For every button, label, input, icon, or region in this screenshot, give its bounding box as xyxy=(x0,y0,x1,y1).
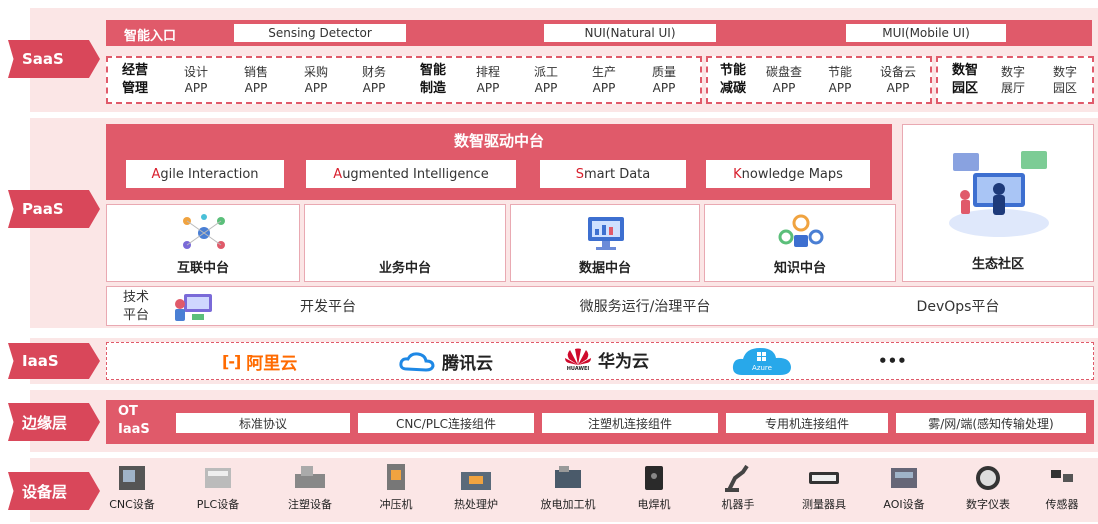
device-item[interactable]: 冲压机 xyxy=(358,462,434,512)
module-business-label: 业务中台 xyxy=(378,261,431,276)
module-data[interactable]: 数据中台 xyxy=(510,204,700,282)
device-icon xyxy=(530,462,606,492)
device-item[interactable]: PLC设备 xyxy=(180,462,256,512)
device-icon xyxy=(180,462,256,492)
edge-fog-network-terminal[interactable]: 雾/网/端(感知传输处理) xyxy=(896,413,1086,433)
edge-injection-connector[interactable]: 注塑机连接组件 xyxy=(542,413,718,433)
device-icon xyxy=(786,462,862,492)
device-icon xyxy=(438,462,514,492)
tech-dev-platform[interactable]: 开发平台 xyxy=(252,292,404,320)
knowledge-gears-icon xyxy=(778,214,824,247)
module-knowledge-label: 知识中台 xyxy=(773,261,826,276)
device-layer-label: 设备层 xyxy=(8,472,100,510)
edge-standard-protocol[interactable]: 标准协议 xyxy=(176,413,350,433)
network-nodes-icon xyxy=(183,214,225,249)
ecosystem-people-illustration xyxy=(949,151,1049,237)
entry-mui[interactable]: MUI(Mobile UI) xyxy=(846,24,1006,42)
device-item[interactable]: 电焊机 xyxy=(616,462,692,512)
device-icon xyxy=(94,462,170,492)
edge-cnc-plc-connector[interactable]: CNC/PLC连接组件 xyxy=(358,413,534,433)
module-data-label: 数据中台 xyxy=(578,261,631,276)
edge-special-machine-connector[interactable]: 专用机连接组件 xyxy=(726,413,888,433)
entry-nui[interactable]: NUI(Natural UI) xyxy=(544,24,716,42)
smart-entry-label: 智能入口 xyxy=(124,29,177,44)
device-item[interactable]: 注塑设备 xyxy=(272,462,348,512)
module-interconnect[interactable]: 互联中台 xyxy=(106,204,300,282)
business-item-app-components xyxy=(311,211,375,247)
module-business[interactable]: 业务中台 xyxy=(304,204,506,282)
paas-layer-label: PaaS xyxy=(8,190,100,228)
iaas-layer-label: IaaS xyxy=(8,343,100,379)
provider-tencent[interactable]: 腾讯云 xyxy=(398,349,493,374)
saas-group-title: 智能制造 xyxy=(419,63,446,96)
device-item[interactable]: 传感器 xyxy=(1024,462,1098,512)
module-ecosystem-label: 生态社区 xyxy=(971,257,1024,272)
device-item[interactable]: 热处理炉 xyxy=(438,462,514,512)
business-item-mechanism-model xyxy=(377,211,441,247)
tech-devops-platform[interactable]: DevOps平台 xyxy=(860,292,1056,320)
tech-platform-label: 技术平台 xyxy=(122,290,149,323)
device-icon xyxy=(616,462,692,492)
saas-app-button[interactable]: 数字园区 xyxy=(1052,64,1077,95)
device-icon xyxy=(272,462,348,492)
aliyun-logo-icon: [-] xyxy=(222,352,241,371)
device-icon xyxy=(358,462,434,492)
data-monitor-icon xyxy=(588,217,624,250)
provider-huawei[interactable]: HUAWEI 华为云 xyxy=(564,347,649,372)
module-knowledge[interactable]: 知识中台 xyxy=(704,204,896,282)
device-item[interactable]: 测量器具 xyxy=(786,462,862,512)
provider-azure[interactable]: Azure xyxy=(730,345,794,377)
smart-entry-bar: 智能入口 Sensing Detector NUI(Natural UI) MU… xyxy=(106,20,1092,46)
device-item[interactable]: AOI设备 xyxy=(866,462,942,512)
edge-layer-label: 边缘层 xyxy=(8,403,100,441)
device-item[interactable]: 机器手 xyxy=(700,462,776,512)
saas-group-title: 节能减碳 xyxy=(719,63,746,96)
device-icon xyxy=(950,462,1026,492)
iaas-row xyxy=(106,342,1094,380)
tencent-cloud-icon xyxy=(399,351,435,372)
device-icon xyxy=(866,462,942,492)
saas-layer-label: SaaS xyxy=(8,40,100,78)
module-interconnect-label: 互联中台 xyxy=(176,261,229,276)
business-item-business-components xyxy=(443,211,503,247)
device-item[interactable]: CNC设备 xyxy=(94,462,170,512)
provider-aliyun[interactable]: [-] 阿里云 xyxy=(222,352,298,374)
device-item[interactable]: 放电加工机 xyxy=(530,462,606,512)
saas-group-title: 经营管理 xyxy=(121,63,148,96)
azure-cloud-icon xyxy=(732,348,791,375)
providers-more[interactable]: ••• xyxy=(878,352,907,370)
middle-platform-title: 数智驱动中台 xyxy=(453,132,544,150)
tech-microservice-platform[interactable]: 微服务运行/治理平台 xyxy=(534,292,756,320)
saas-group-title: 数智园区 xyxy=(951,63,978,96)
module-ecosystem[interactable]: 生态社区 xyxy=(902,124,1094,282)
developer-icon xyxy=(175,294,212,321)
saas-app-button[interactable]: 数字展厅 xyxy=(1000,64,1025,95)
device-icon xyxy=(700,462,776,492)
device-item[interactable]: 数字仪表 xyxy=(950,462,1026,512)
saas-app-group-1 xyxy=(106,56,702,104)
device-icon xyxy=(1024,462,1098,492)
huawei-logo-icon: HUAWEI xyxy=(564,348,592,372)
entry-sensing-detector[interactable]: Sensing Detector xyxy=(234,24,406,42)
saas-app-group-2 xyxy=(706,56,932,104)
saas-app-group-3 xyxy=(936,56,1094,104)
